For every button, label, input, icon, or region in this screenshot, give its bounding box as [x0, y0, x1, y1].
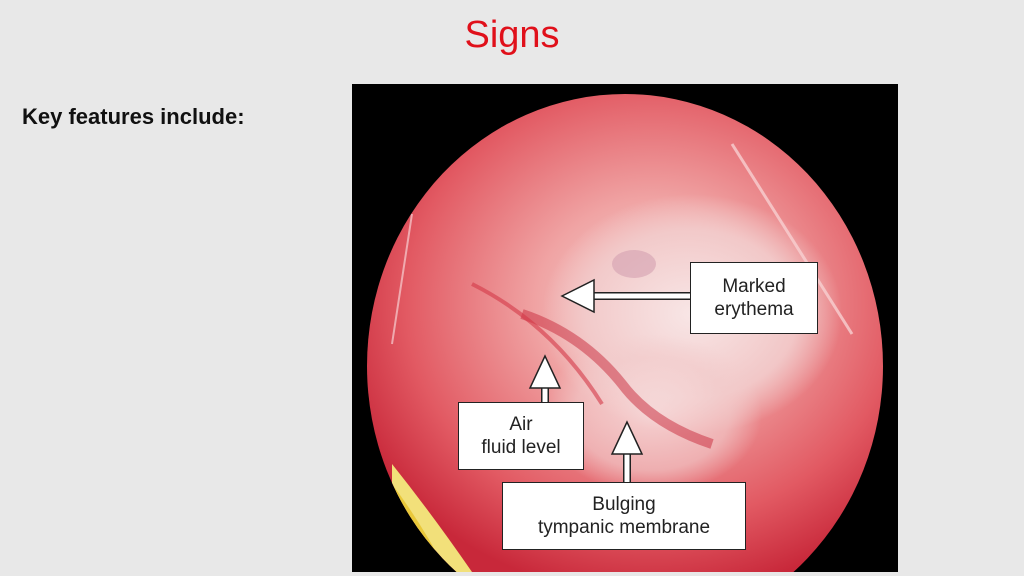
- slide-title: Signs: [464, 14, 560, 56]
- label-marked-erythema: Marked erythema: [690, 262, 818, 334]
- arrow-erythema: [560, 278, 692, 314]
- otoscopic-image: Marked erythema Air fluid level Bulging …: [352, 84, 898, 572]
- key-features-heading: Key features include:: [22, 104, 245, 129]
- arrow-air-fluid: [528, 354, 562, 404]
- label-air-fluid-level: Air fluid level: [458, 402, 584, 470]
- label-bulging-tympanic-membrane: Bulging tympanic membrane: [502, 482, 746, 550]
- arrow-bulging: [610, 420, 644, 484]
